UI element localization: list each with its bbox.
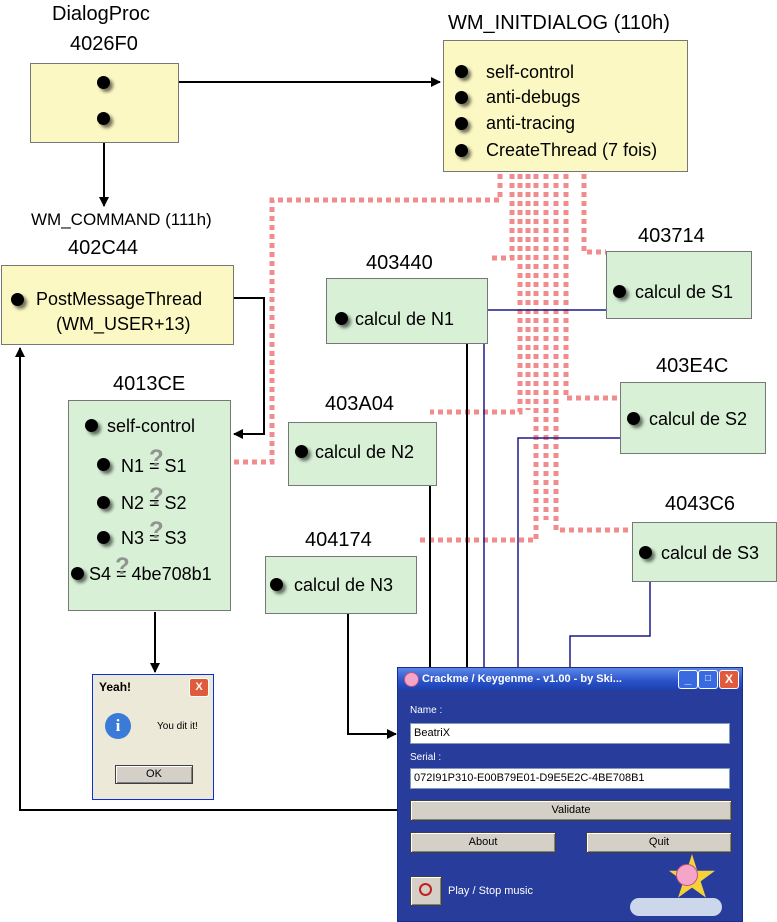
wmcommand-address: 402C44 [68,237,139,259]
cloud-image [630,898,722,916]
question-icon: ? [115,553,130,580]
yeah-dialog: Yeah! X i You dit it! OK [92,674,214,800]
s2-box: calcul de S2 [620,382,766,454]
thread-to-s3 [553,174,632,533]
wmcommand-title: WM_COMMAND (111h) [31,210,212,229]
question-icon: ? [149,517,164,544]
yeah-message: You dit it! [157,721,198,732]
initdialog-item: anti-tracing [486,113,576,133]
bullet-icon [97,496,110,509]
dialogproc-title: DialogProc [52,3,150,25]
dialogproc-box [30,63,179,143]
check-item: N1 = S1 [121,456,187,476]
arrow-n3-to-crackme [347,604,397,739]
music-label: Play / Stop music [448,885,533,897]
bullet-icon [639,546,652,559]
mute-icon [419,883,432,896]
serial-label: Serial : [410,752,442,763]
n2-label: calcul de N2 [315,442,415,462]
kirby-icon [404,672,419,687]
n1-address: 403440 [366,252,433,274]
initdialog-item: self-control [486,62,575,82]
bullet-icon [97,76,110,89]
n2-address: 403A04 [325,393,394,415]
initdialog-box: self-control anti-debugs anti-tracing Cr… [443,40,688,172]
bullet-icon [11,293,24,306]
bullet-icon [97,458,110,471]
check-address: 4013CE [113,373,186,395]
s2-address: 403E4C [656,355,729,377]
thread-to-s1 [581,174,606,255]
arrow-postmessage-to-check [232,297,265,439]
arrow-crackme-to-postmessage [15,347,398,811]
wmcommand-box: PostMessageThread (WM_USER+13) [1,265,234,345]
n3-label: calcul de N3 [294,575,394,595]
bullet-icon [455,91,468,104]
postmessage-arg: (WM_USER+13) [56,314,191,334]
maximize-button[interactable]: □ [698,670,718,689]
validate-button[interactable]: Validate [410,800,732,821]
bullet-icon [455,117,468,130]
serial-field[interactable]: 072I91P310-E00B79E01-D9E5E2C-4BE708B1 [410,768,730,789]
s3-address: 4043C6 [665,493,736,515]
s1-address: 403714 [638,225,705,247]
initdialog-item: anti-debugs [486,87,581,107]
kirby-image [676,864,698,886]
check-box: self-control N1 = S1 ? N2 = S2 ? N3 = S3… [68,400,231,611]
bullet-icon [613,285,626,298]
check-item: self-control [107,416,196,436]
check-item: N2 = S2 [121,493,187,513]
check-item: N3 = S3 [121,528,187,548]
arrow-s2-to-serial [512,437,626,771]
thread-to-n3 [420,174,539,543]
close-button[interactable]: X [719,670,739,689]
bullet-icon [97,112,110,125]
bullet-icon [335,312,348,325]
yeah-titlebar: Yeah! X [93,675,213,699]
yeah-close-button[interactable]: X [189,678,209,697]
bullet-icon [97,531,110,544]
info-icon: i [105,713,131,739]
thread-to-n2 [430,174,523,415]
quit-button[interactable]: Quit [586,832,732,853]
s3-label: calcul de S3 [661,543,760,563]
n1-label: calcul de N1 [355,309,455,329]
initdialog-title: WM_INITDIALOG (110h) [448,12,670,34]
bullet-icon [627,412,640,425]
bullet-icon [455,144,468,157]
name-field[interactable]: BeatriX [410,723,730,744]
name-label: Name : [410,705,443,716]
dialogproc-address: 4026F0 [70,33,138,55]
about-button[interactable]: About [410,832,556,853]
initdialog-item: CreateThread (7 fois) [486,140,658,160]
bullet-icon [71,567,84,580]
minimize-button[interactable]: _ [678,670,698,689]
bullet-icon [295,445,308,458]
n3-box: calcul de N3 [265,556,417,614]
n2-box: calcul de N2 [288,422,437,486]
s1-box: calcul de S1 [606,251,752,319]
bullet-icon [85,419,98,432]
s1-label: calcul de S1 [635,282,734,302]
s3-box: calcul de S3 [632,522,777,582]
thread-to-s2 [563,174,620,401]
s2-label: calcul de S2 [649,409,748,429]
music-button[interactable] [410,876,442,906]
n3-address: 404174 [305,529,372,551]
thread-links [232,174,632,543]
yeah-title: Yeah! [99,680,132,694]
question-icon: ? [149,445,164,472]
bullet-icon [270,578,283,591]
postmessage-label: PostMessageThread [36,289,203,309]
check-item: S4 = 4be708b1 [89,564,212,584]
ok-button[interactable]: OK [115,765,193,784]
thread-to-check [232,174,503,465]
crackme-title: Crackme / Keygenme - v1.00 - by Ski... [422,673,622,685]
question-icon: ? [149,483,164,510]
n1-box: calcul de N1 [326,278,488,344]
crackme-titlebar: Crackme / Keygenme - v1.00 - by Ski... _… [398,668,742,690]
crackme-dialog: Crackme / Keygenme - v1.00 - by Ski... _… [397,667,743,922]
thread-to-n1 [490,174,515,261]
bullet-icon [455,65,468,78]
